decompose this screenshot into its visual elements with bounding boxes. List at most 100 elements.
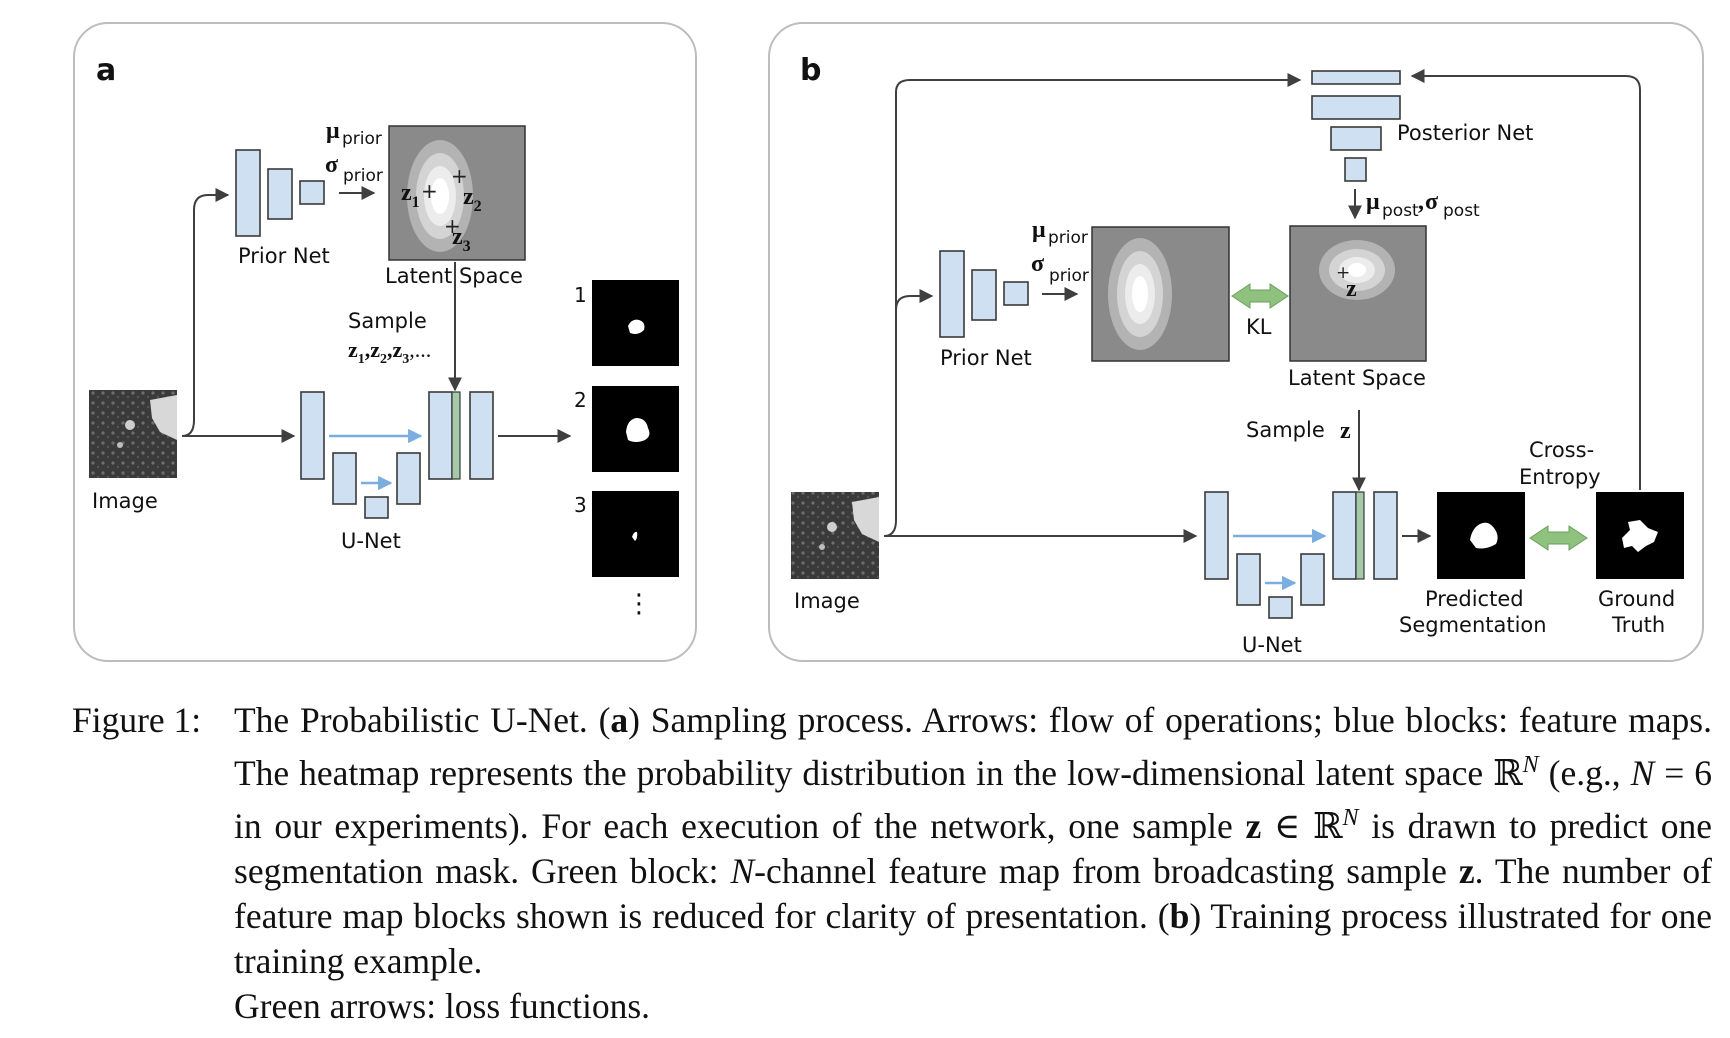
sample-b: Sample z	[1246, 410, 1366, 492]
ground-truth-line1: Ground	[1598, 587, 1675, 611]
output-number-2: 2	[574, 388, 587, 412]
unet-b-enc-2	[1236, 553, 1261, 606]
broadcast-block-a	[451, 391, 461, 480]
unet-label-b: U-Net	[1242, 633, 1302, 657]
unet-a-out	[469, 391, 494, 480]
kl-label: KL	[1246, 315, 1272, 339]
unet-a-bottleneck	[364, 496, 389, 519]
sigma-prior-subscript-b: prior	[1049, 266, 1089, 286]
predicted-label-line1: Predicted	[1425, 587, 1524, 611]
prior-net-label-a: Prior Net	[238, 244, 330, 268]
mu-prior-subscript-a: prior	[342, 129, 382, 149]
arrow-image-to-prior-a	[181, 188, 230, 437]
unet-b-bottleneck	[1268, 596, 1293, 619]
mu-symbol-post: μ	[1366, 189, 1380, 215]
input-image-a: Image	[89, 390, 177, 513]
ground-truth: Ground Truth	[1596, 492, 1684, 637]
image-label-a: Image	[92, 489, 158, 513]
latent-space-label-a: Latent Space	[385, 264, 523, 288]
image-label-b: Image	[794, 589, 860, 613]
panel-b: b Posterior Net μ post , σ post Prior Ne…	[768, 22, 1704, 662]
arrow-ground-truth-to-posterior	[1410, 69, 1641, 490]
unet-a-dec-1	[396, 452, 421, 505]
prior-net-block-2	[267, 168, 293, 220]
panel-a-letter: a	[96, 53, 116, 88]
unet-a-dec-2	[428, 391, 453, 480]
unet-label-a: U-Net	[341, 529, 401, 553]
output-number-3: 3	[574, 493, 587, 517]
ground-truth-line2: Truth	[1611, 613, 1665, 637]
sample-a: Sample z1,z2,z3,...	[348, 262, 462, 392]
posterior-net-block-3	[1330, 126, 1382, 151]
prior-net-b-block-2	[971, 269, 997, 321]
unet-b-enc-1	[1204, 491, 1229, 580]
output-number-1: 1	[574, 283, 587, 307]
mu-post-subscript: post	[1382, 201, 1419, 221]
arrow-image-to-posterior	[895, 73, 1302, 320]
posterior-net-label: Posterior Net	[1397, 121, 1533, 145]
cross-entropy-double-arrow	[1529, 525, 1588, 551]
prior-net-block-1	[235, 149, 261, 237]
panel-b-frame	[768, 22, 1704, 662]
prior-net-block-3	[299, 180, 325, 205]
latent-space-b: + z Latent Space	[1288, 225, 1427, 390]
posterior-net-block-4	[1344, 157, 1367, 182]
caption-last-line: Green arrows: loss functions.	[234, 985, 651, 1026]
prior-params-a: μ prior σ prior	[325, 118, 383, 200]
mu-prior-subscript-b: prior	[1048, 228, 1088, 248]
more-outputs-indicator: ⋮	[626, 589, 652, 619]
svg-text:+: +	[444, 214, 461, 238]
cross-entropy-line2: Entropy	[1519, 465, 1601, 489]
predicted-label-line2: Segmentation	[1399, 613, 1547, 637]
kl-loss: KL	[1231, 283, 1289, 339]
latent-space-label-b: Latent Space	[1288, 366, 1426, 390]
unet-a: U-Net	[300, 391, 572, 553]
z3-label: z3	[452, 224, 471, 255]
posterior-net-block-2	[1311, 95, 1401, 120]
mu-symbol-b: μ	[1032, 217, 1046, 243]
svg-text:,: ,	[1418, 189, 1424, 215]
figure-caption: Figure 1: The Probabilistic U-Net. (a) S…	[72, 698, 1712, 1029]
prior-net-b-block-3	[1003, 281, 1029, 306]
outputs-a: 1 2 3 ⋮	[574, 280, 679, 619]
unet-b-out	[1373, 491, 1398, 580]
svg-text:+: +	[421, 179, 438, 203]
sigma-symbol-b: σ	[1031, 251, 1044, 277]
posterior-net-block-1	[1311, 70, 1401, 85]
panel-a-frame	[73, 22, 697, 662]
unet-b: U-Net	[1204, 491, 1432, 657]
input-image-b: Image	[791, 492, 879, 613]
z1-label: z1	[401, 180, 420, 211]
svg-text:+: +	[1336, 263, 1350, 283]
caption-body: The Probabilistic U-Net. (a) Sampling pr…	[234, 700, 1713, 981]
kl-double-arrow	[1231, 283, 1289, 309]
predicted-segmentation: Predicted Segmentation	[1399, 492, 1547, 637]
prior-net-a: Prior Net	[235, 149, 330, 268]
panel-a: a Prior Net μ prior σ prior + + + z1	[73, 22, 697, 662]
broadcast-block-b	[1355, 491, 1365, 580]
sample-label-a: Sample	[348, 309, 427, 333]
unet-b-dec-1	[1300, 553, 1325, 606]
panel-b-letter: b	[800, 53, 821, 88]
unet-b-dec-2	[1332, 491, 1357, 580]
caption-label: Figure 1:	[72, 700, 202, 740]
cross-entropy-loss: Cross- Entropy	[1519, 438, 1601, 551]
prior-net-b-block-1	[939, 250, 965, 338]
prior-net-label-b: Prior Net	[940, 346, 1032, 370]
sigma-prior-subscript-a: prior	[343, 166, 383, 186]
mu-symbol-a: μ	[326, 118, 340, 144]
cross-entropy-line1: Cross-	[1529, 438, 1594, 462]
unet-a-enc-2	[332, 452, 357, 505]
sigma-symbol-a: σ	[325, 152, 338, 178]
sigma-symbol-post: σ	[1425, 189, 1438, 215]
figure-diagram: a Prior Net μ prior σ prior + + + z1	[73, 22, 1704, 662]
prior-heatmap-b	[1091, 226, 1230, 362]
svg-text:+: +	[451, 164, 468, 188]
z2-label: z2	[463, 184, 482, 215]
latent-space-a: + + + z1 z2 z3 Latent Space	[385, 125, 526, 288]
z-sample-label-b: z	[1346, 276, 1357, 302]
prior-net-b: Prior Net μ prior σ prior	[939, 217, 1089, 370]
sample-z-b: z	[1340, 418, 1351, 444]
sample-label-b: Sample	[1246, 418, 1325, 442]
posterior-net: Posterior Net μ post , σ post	[1311, 70, 1533, 221]
